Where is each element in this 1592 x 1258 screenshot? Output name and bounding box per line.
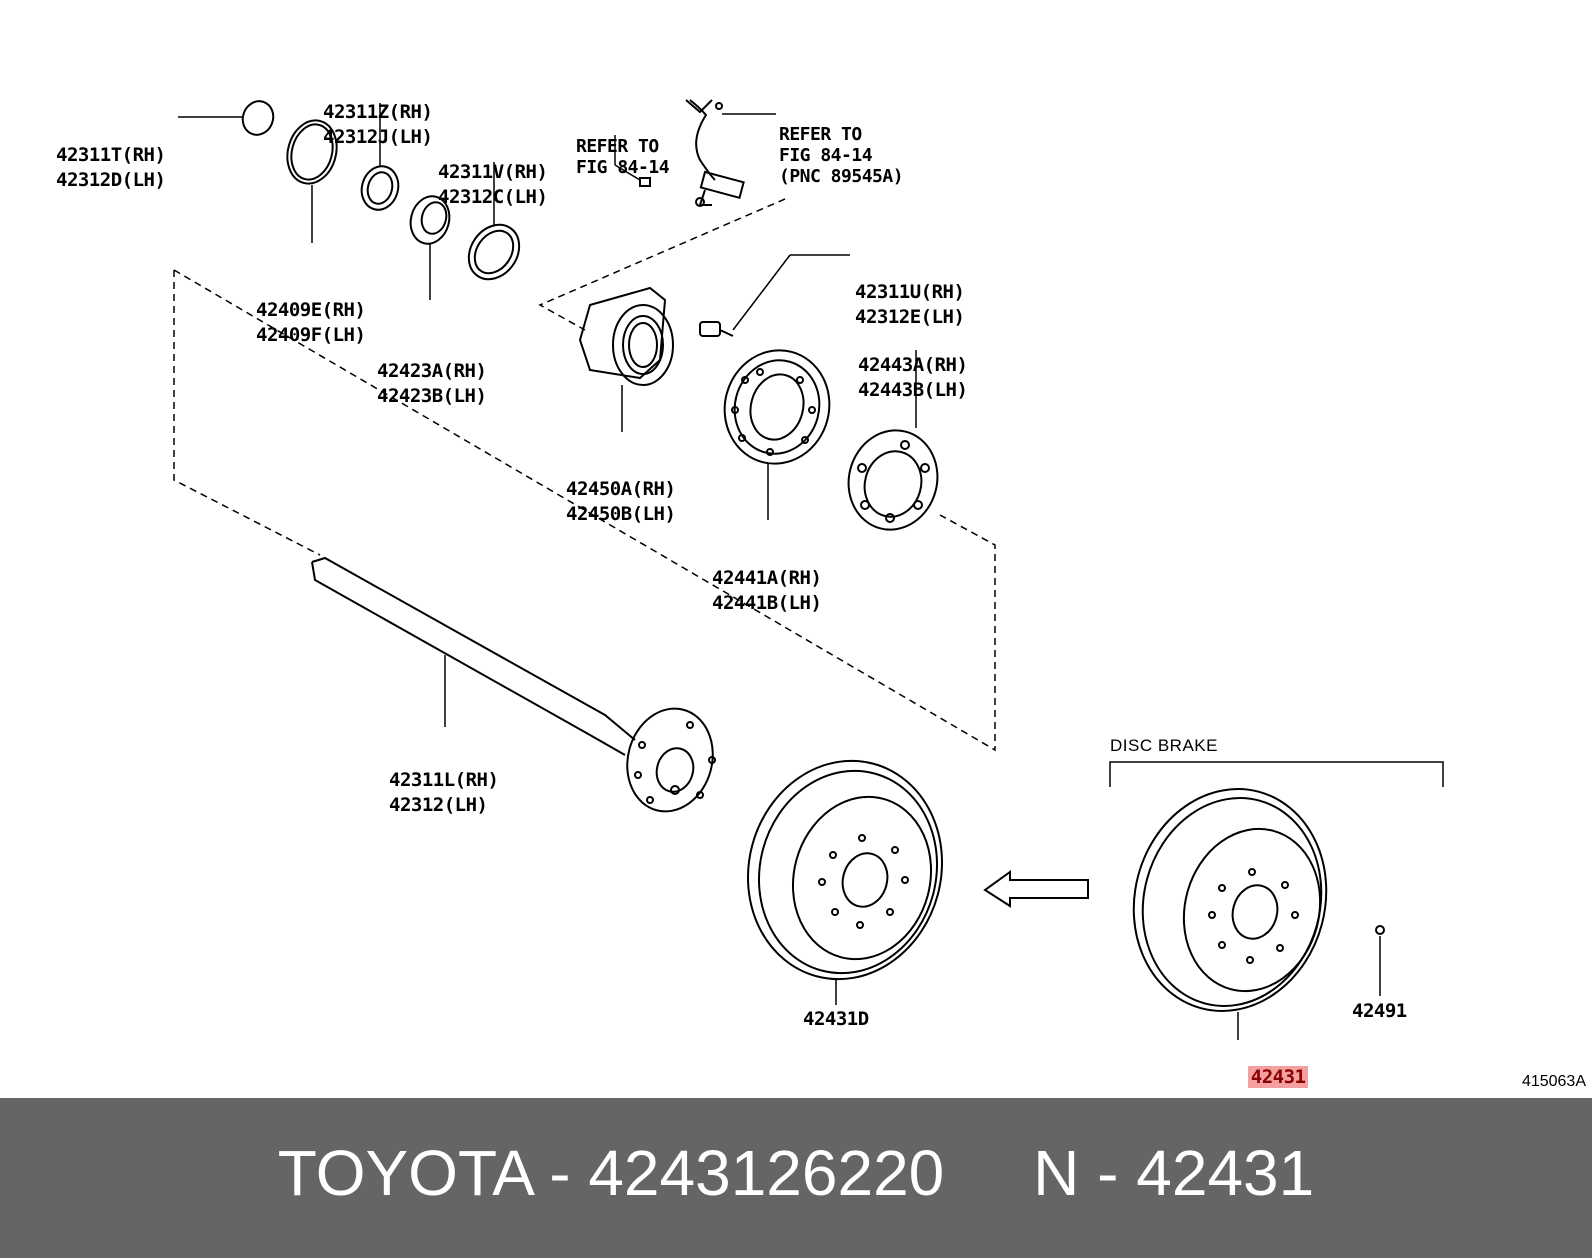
backing-plate-drawing (723, 349, 831, 520)
disc-brake-bracket (1109, 761, 1444, 787)
replaced-by-arrow (983, 870, 1089, 908)
label-42311t: 42311T(RH)42312D(LH) (56, 144, 166, 191)
footer-title: TOYOTA - 4243126220 N - 42431 (277, 1137, 1315, 1209)
axle-shaft-drawing (311, 556, 716, 813)
label-42311z: 42311Z(RH)42312J(LH) (323, 101, 433, 148)
gasket-drawing (847, 350, 939, 531)
bearing-drawing (409, 195, 451, 300)
exploded-view-drawing (173, 99, 1444, 1040)
hub-bolt-drawing (699, 254, 850, 337)
hole-plug-drawing (1375, 925, 1385, 996)
speed-sensor-drawing (614, 99, 776, 207)
label-42431-highlighted: 42431 (1204, 1040, 1309, 1115)
guide-dashed-lines (173, 198, 996, 752)
oil-seal-drawing (360, 103, 400, 211)
label-disc-brake: DISC BRAKE (1110, 736, 1218, 755)
label-42311v: 42311V(RH)42312C(LH) (438, 161, 548, 208)
label-42450a: 42450A(RH)42450B(LH) (566, 478, 676, 525)
label-42423a: 42423A(RH)42423B(LH) (377, 360, 487, 407)
label-42409e: 42409E(RH)42409F(LH) (256, 299, 366, 346)
label-42311l: 42311L(RH)42312(LH) (389, 769, 499, 816)
footer-bar: TOYOTA - 4243126220 N - 42431 (0, 1098, 1592, 1258)
diagram-code: 415063A (1521, 1073, 1586, 1090)
axle-hub-drawing (578, 286, 674, 432)
label-42431d: 42431D (803, 1008, 869, 1030)
label-42443a: 42443A(RH)42443B(LH) (858, 354, 968, 401)
snap-ring-drawing (178, 100, 275, 136)
parts-diagram: 42311T(RH)42312D(LH) 42311Z(RH)42312J(LH… (56, 99, 1586, 1090)
inner-seal-drawing (467, 162, 521, 281)
label-42311u: 42311U(RH)42312E(LH) (855, 281, 965, 328)
disc-rotor-drawing (1132, 788, 1328, 1040)
retainer-ring-drawing (286, 119, 338, 243)
label-42491: 42491 (1352, 1000, 1407, 1022)
brake-drum-drawing (746, 759, 944, 1005)
label-42441a: 42441A(RH)42441B(LH) (712, 567, 822, 614)
